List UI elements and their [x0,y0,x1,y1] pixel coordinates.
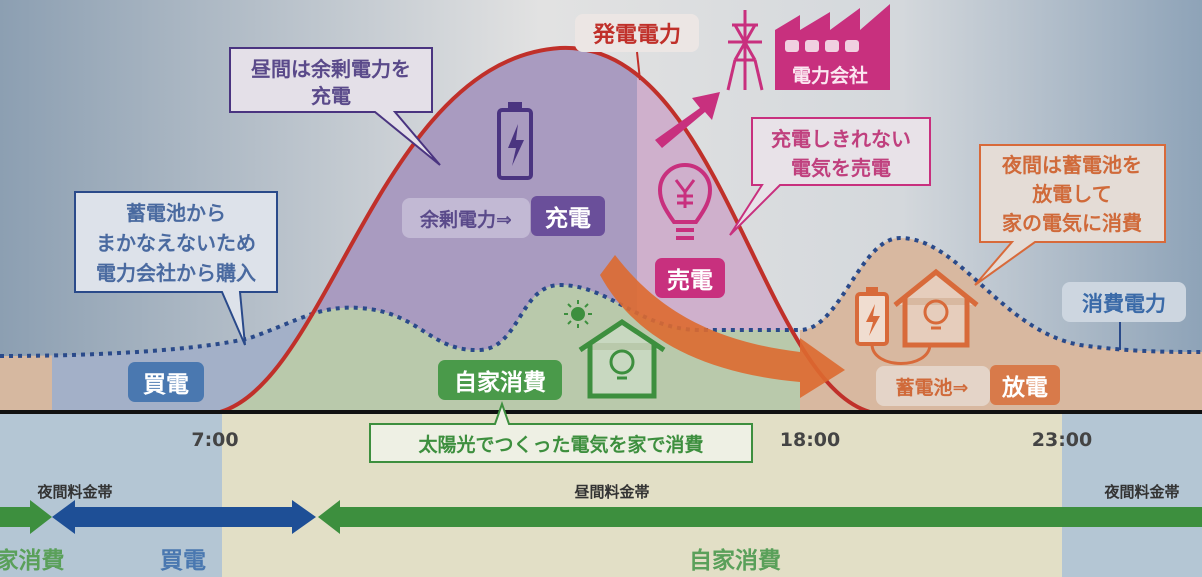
night-band-left [0,414,222,577]
surplus-label-box [402,198,530,238]
timeline-label-self-left: 家消費 [0,547,65,574]
timeline-arrow-self-day [318,500,1202,534]
callout-day-charge-line2: 充電 [311,84,351,108]
yen-bulb-icon [657,163,713,240]
callout-night-line2: 放電して [1031,182,1111,206]
callout-buy-line1: 蓄電池から [126,201,226,225]
discharge-badge: 放電 [1001,374,1048,401]
green-house-icon [578,318,666,399]
discharge-badge-box [990,365,1060,405]
generation-label-box [575,14,699,52]
surplus-label: 余剰電力⇒ [419,208,512,231]
sun-icon [564,300,592,328]
callout-day-charge [229,47,441,166]
time-axis [0,410,1202,414]
battery-discharge-icon [855,287,932,365]
rate-band-day: 昼間料金帯 [574,483,649,501]
buy-badge-box [128,362,204,402]
self-consumption-badge-box [438,360,562,400]
time-label-18: 18:00 [780,429,840,451]
generation-label: 発電電力 [592,23,681,48]
time-label-23: 23:00 [1032,429,1092,451]
callout-night-line1: 夜間は蓄電池を [1001,153,1142,177]
charge-badge-box [531,196,605,236]
callout-buy-line2: まかなえないため [96,231,256,255]
generation-pointer [636,51,641,81]
consumption-line [0,235,1202,358]
battery-charge-icon [497,102,533,180]
sell-badge-box [655,258,725,298]
battery-label: 蓄電池⇒ [896,376,969,399]
timeline-arrow-self-left [0,500,52,534]
buy-badge: 買電 [143,372,189,398]
power-tower-icon [726,10,764,91]
orange-house-icon [893,268,979,348]
callout-sell-line1: 充電しきれない [771,127,911,151]
sell-badge: 売電 [667,268,713,294]
power-company-label: 電力会社 [792,64,868,87]
rate-band-night-right: 夜間料金帯 [1103,483,1179,501]
callout-buy [74,191,278,346]
timeline-label-buy: 買電 [160,548,206,574]
callout-night [974,144,1166,286]
callout-day-charge-line1: 昼間は余剰電力を [251,57,411,81]
callout-sell-line2: 電気を売電 [791,156,891,180]
callout-buy-line3: 電力会社から購入 [96,261,256,285]
sell-arrow [655,92,720,148]
factory-windows [785,40,859,52]
callout-night-line3: 家の電気に消費 [1002,211,1142,235]
solar-callout [369,400,753,463]
solar-callout-text: 太陽光でつくった電気を家で消費 [418,433,703,456]
callout-sell [729,117,931,236]
rate-band-night-left: 夜間料金帯 [36,483,112,501]
discharge-flow-arrow [600,255,845,398]
battery-label-box [876,366,990,406]
consumption-label-box [1062,282,1186,322]
charge-badge: 充電 [545,205,591,232]
consumption-label: 消費電力 [1082,292,1166,316]
generation-curve [219,45,871,414]
timeline-arrow-buy [52,500,316,534]
night-band-right [1062,414,1202,577]
self-consumption-badge: 自家消費 [454,369,546,396]
time-label-7: 7:00 [191,429,238,451]
timeline-label-self: 自家消費 [689,547,781,574]
